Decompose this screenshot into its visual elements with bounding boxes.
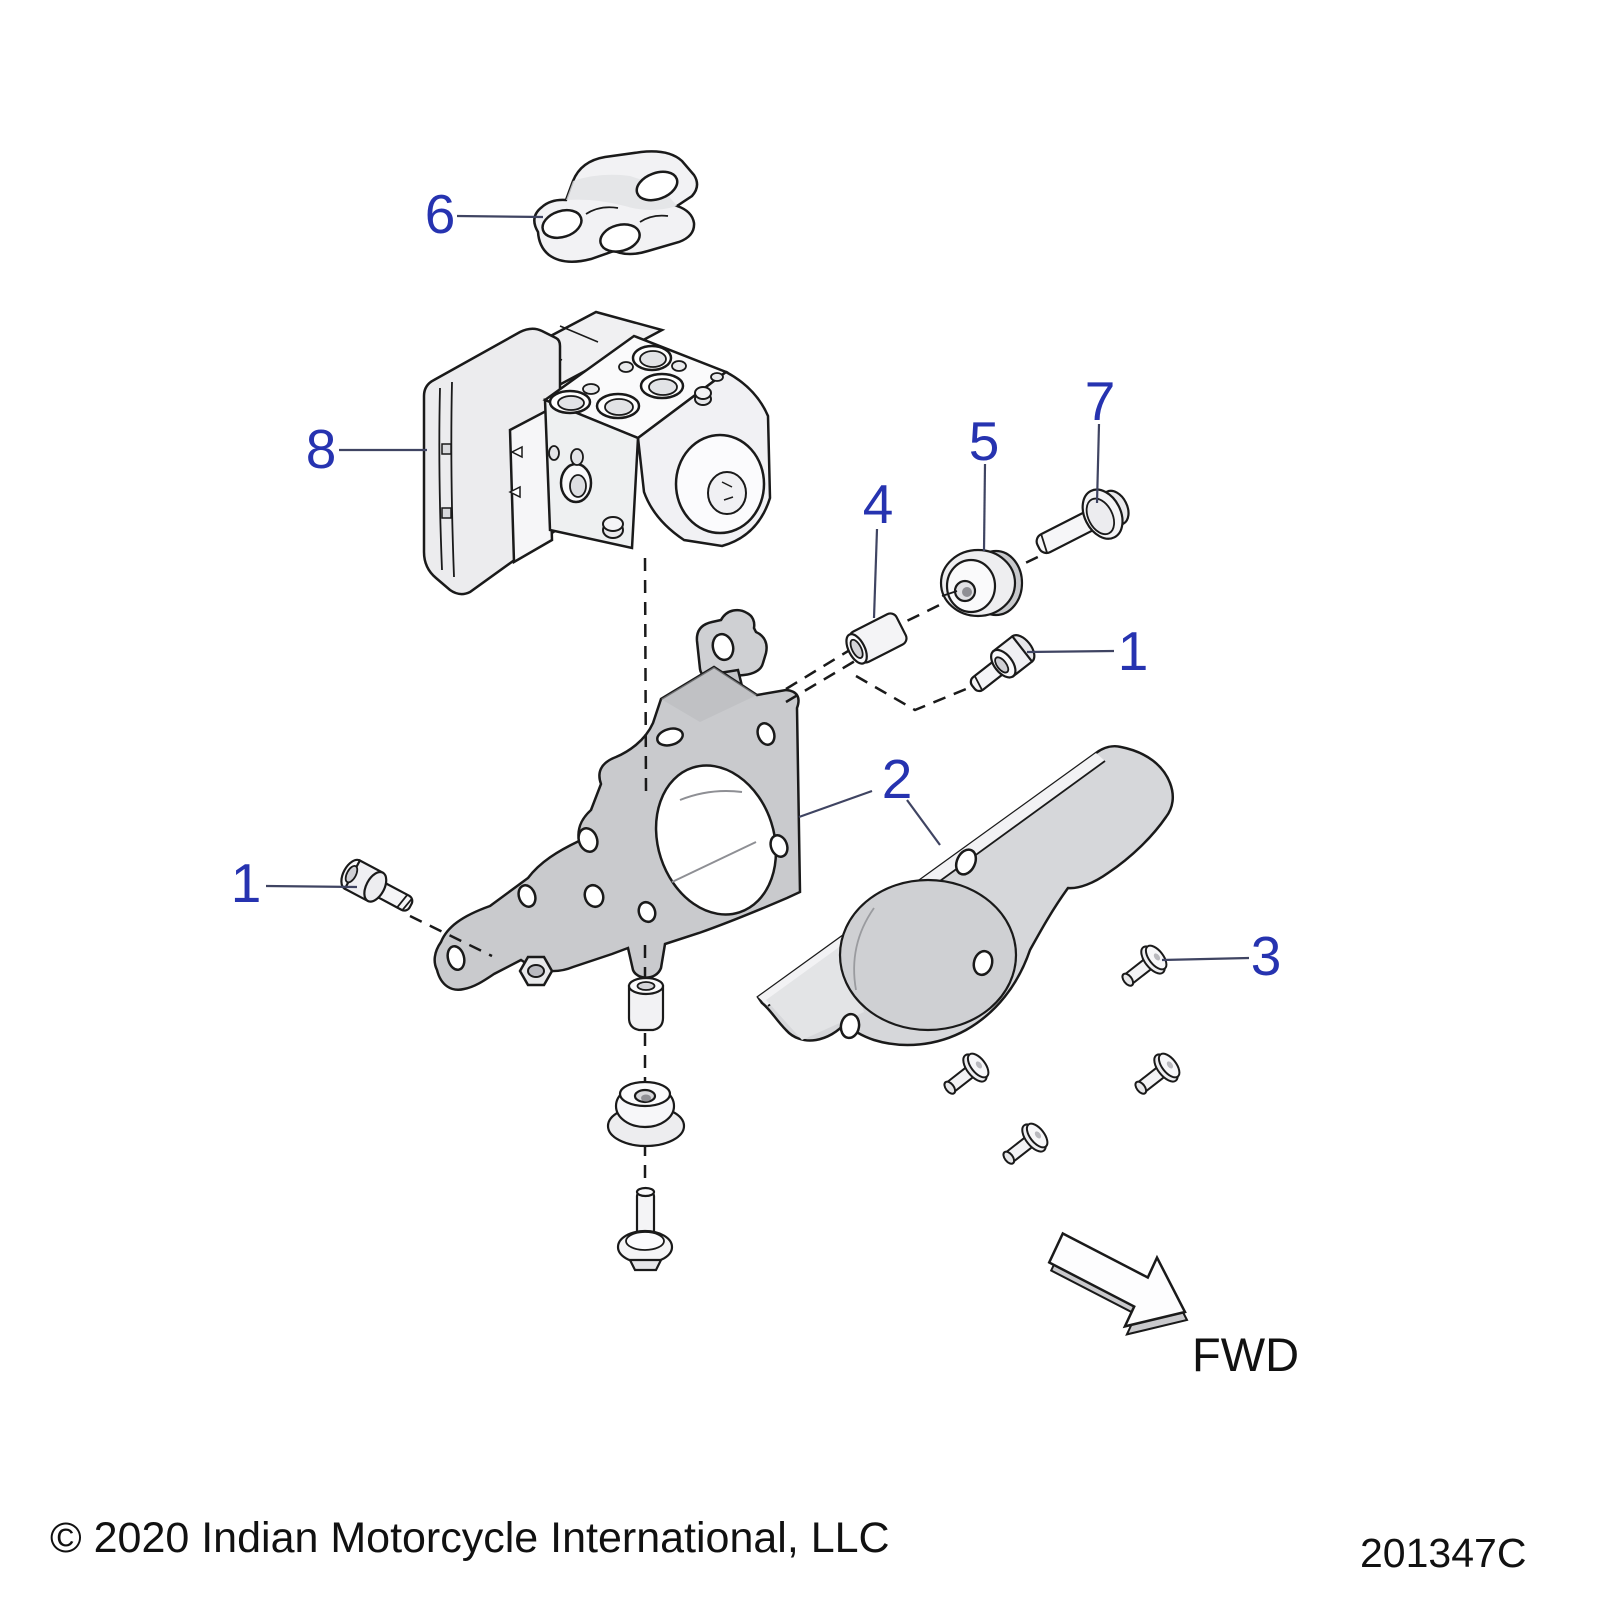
spacer-bore [849, 638, 864, 659]
callout-1-left-label: 1 [231, 852, 262, 914]
abs-valve-front [543, 398, 640, 550]
cover-hole [972, 949, 994, 977]
lower-grommet [606, 1080, 686, 1148]
leader-2a [798, 789, 873, 819]
leader-1-left [265, 884, 358, 889]
abs-motor-cap-center [707, 471, 747, 515]
bracket-nut-bore [527, 964, 545, 978]
part-1-bolt-left [340, 858, 414, 912]
leader-6 [456, 214, 544, 219]
part-3-screws [943, 944, 1181, 1165]
part-1-bolt-right [969, 634, 1036, 693]
lower-screw-hex [628, 1258, 663, 1272]
part-6-hole [635, 170, 679, 202]
bracket-hole [769, 834, 789, 858]
cover-hole [954, 848, 978, 876]
leader-4 [872, 528, 879, 619]
bracket-fold-shade [661, 667, 757, 722]
fwd-label: FWD [1192, 1328, 1299, 1381]
leader-3 [1161, 956, 1250, 962]
bracket-ear-hole [446, 944, 466, 972]
part-6-fold-line [585, 206, 669, 223]
bracket-hole [756, 722, 776, 746]
lower-spacer [627, 976, 665, 1032]
bracket-hole-throughlines [671, 790, 757, 883]
axis-diagonal-a [785, 643, 859, 691]
lower-grommet-center [641, 1094, 651, 1102]
axis-vertical-upper [643, 557, 648, 793]
leader-7 [1095, 423, 1101, 504]
cover-dome [838, 878, 1018, 1032]
bracket-tab-hole [711, 632, 735, 662]
cover-dome-highlight [853, 907, 875, 991]
screw7-flange-face [1085, 497, 1116, 536]
callout-4-label: 4 [863, 473, 894, 535]
bolt-socket [994, 656, 1010, 674]
part-6-hole [541, 208, 583, 240]
lower-screw [616, 1186, 674, 1272]
callout-labels: 6 8 7 5 4 1 2 1 3 [231, 183, 1282, 987]
abs-ecu-layer-lines [438, 381, 455, 578]
leader-2b [906, 799, 941, 846]
bracket-hole [577, 827, 599, 853]
lower-screw-head-top [625, 1231, 665, 1251]
abs-front-ring-inner [569, 474, 587, 498]
part-3-screw [1134, 1052, 1181, 1095]
bracket-hole [656, 727, 684, 747]
bracket-main-hole [654, 764, 778, 916]
part-6-clamp [533, 150, 699, 263]
part-2-cover [756, 745, 1175, 1047]
axis-bolt-left [409, 914, 493, 958]
abs-bolt [602, 516, 624, 532]
bracket-hole [517, 884, 537, 908]
bolt-head-face [363, 870, 388, 903]
grommet-whisker [941, 590, 958, 597]
part-3-screw [1121, 944, 1168, 987]
axis-diagonal-b [785, 656, 861, 704]
callout-8-label: 8 [306, 418, 337, 480]
abs-front-oval [570, 448, 584, 466]
abs-ecu-clip [441, 443, 452, 455]
callout-7-label: 7 [1085, 370, 1116, 432]
copyright-text: © 2020 Indian Motorcycle International, … [50, 1514, 890, 1562]
lower-screw-shaft-top [635, 1186, 656, 1198]
part-2-bracket [433, 608, 802, 991]
screw7-tip-line [1040, 534, 1048, 553]
bracket-hole [583, 883, 605, 909]
callout-3-label: 3 [1251, 925, 1282, 987]
axis-bolt-right [855, 674, 967, 712]
part-4-spacer [845, 612, 908, 665]
grommet-hole-center [962, 587, 972, 597]
abs-bolt [694, 386, 712, 400]
callout-1-right-label: 1 [1118, 620, 1149, 682]
callout-5-label: 5 [969, 410, 1000, 472]
lower-spacer-body [627, 984, 665, 1032]
callout-2-label: 2 [882, 748, 913, 810]
bolt-thread-line [973, 675, 983, 691]
abs-front-oval [548, 445, 560, 461]
part-8-abs-module [422, 310, 772, 596]
lower-spacer-bore [636, 981, 656, 991]
part-3-screw [943, 1052, 990, 1095]
abs-motor-cap-marks [721, 481, 734, 501]
leader-5 [982, 463, 987, 552]
leader-lines [265, 214, 1250, 962]
leader-1-right [1026, 649, 1115, 654]
bracket-hole [637, 900, 657, 924]
cover-facet [766, 945, 864, 1040]
bolt-thread-line [396, 894, 413, 911]
bolt-socket [344, 865, 359, 884]
drawing-number: 201347C [1360, 1530, 1526, 1576]
part-3-screw [1002, 1122, 1049, 1165]
abs-ecu-clip [441, 507, 452, 519]
part-7-shoulder-screw [1035, 488, 1130, 555]
part-5-grommet [939, 548, 1024, 618]
abs-top-ports [548, 344, 724, 420]
abs-connector-clip [508, 445, 523, 499]
fwd-arrow [1047, 1231, 1189, 1336]
fwd-arrow-top [1047, 1231, 1187, 1329]
part-6-hole [599, 223, 641, 253]
cover-hole [839, 1012, 861, 1040]
callout-6-label: 6 [425, 183, 456, 245]
